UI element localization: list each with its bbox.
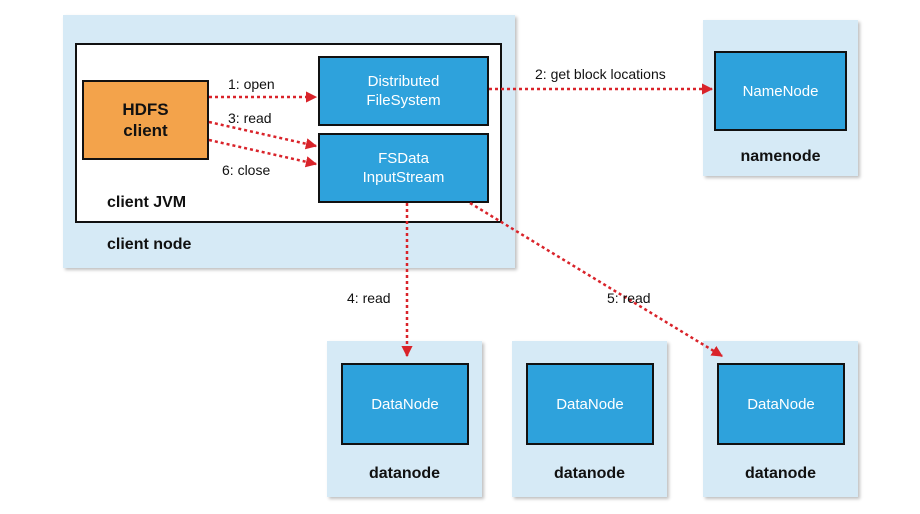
edge-label-close: 6: close xyxy=(222,162,271,178)
fsdata-inputstream-box: FSData InputStream xyxy=(318,133,489,203)
dfs-line2: FileSystem xyxy=(366,92,441,109)
datanode-inner-label: DataNode xyxy=(371,395,439,413)
datanode-component: DataNode xyxy=(341,363,469,445)
distributed-filesystem-box: Distributed FileSystem xyxy=(318,56,489,126)
namenode-inner-label: NameNode xyxy=(742,82,819,100)
edge-label-read-5: 5: read xyxy=(607,290,651,306)
arrow-read-3 xyxy=(208,120,318,150)
datanode-inner-label: DataNode xyxy=(556,395,624,413)
datanode-component: DataNode xyxy=(526,363,654,445)
edge-label-read-3: 3: read xyxy=(228,110,272,126)
hdfs-client-line2: client xyxy=(123,121,168,140)
client-jvm-label: client JVM xyxy=(107,194,187,211)
namenode-component: NameNode xyxy=(714,51,847,131)
fsdata-line1: FSData xyxy=(378,150,429,167)
edge-label-open: 1: open xyxy=(228,76,275,92)
datanode-label: datanode xyxy=(744,465,817,482)
fsdata-line2: InputStream xyxy=(362,169,445,186)
hdfs-client-line1: HDFS xyxy=(122,100,169,119)
datanode-label: datanode xyxy=(553,465,626,482)
dfs-line1: Distributed xyxy=(367,73,440,90)
hdfs-client-box: HDFS client xyxy=(82,80,209,160)
datanode-inner-label: DataNode xyxy=(747,395,815,413)
datanode-label: datanode xyxy=(368,465,441,482)
arrow-close xyxy=(208,138,318,168)
datanode-component: DataNode xyxy=(717,363,845,445)
arrow-read-5 xyxy=(469,201,723,358)
client-node-label: client node xyxy=(107,236,192,253)
edge-label-get-block-locations: 2: get block locations xyxy=(535,66,666,82)
edge-label-read-4: 4: read xyxy=(347,290,391,306)
namenode-label: namenode xyxy=(740,148,821,165)
